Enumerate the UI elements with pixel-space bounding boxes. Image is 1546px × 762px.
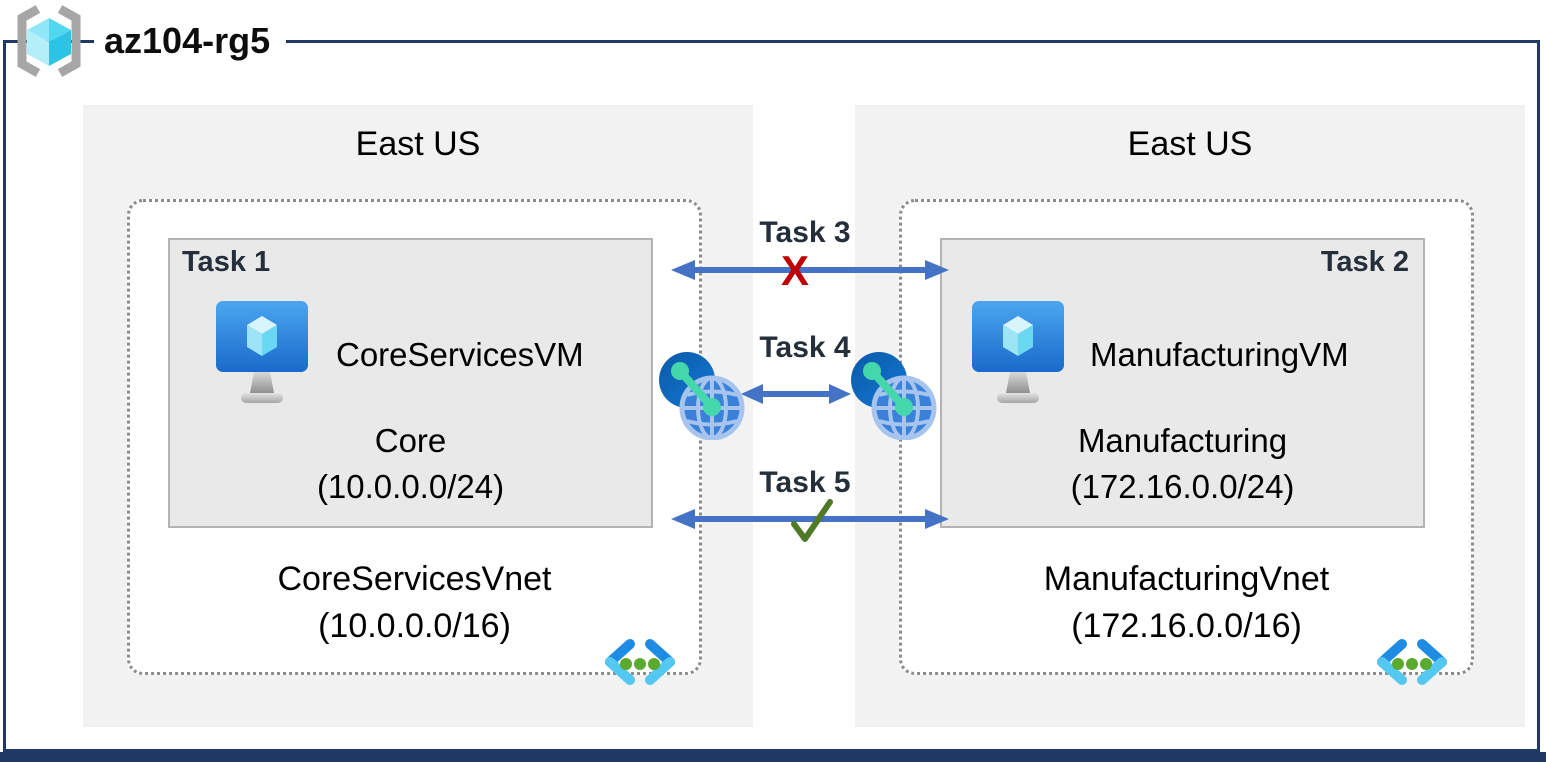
task4-label: Task 4 <box>759 331 851 364</box>
allowed-check-icon <box>791 499 833 542</box>
vm-name: CoreServicesVM <box>336 336 584 373</box>
vnet-name: CoreServicesVnet <box>277 560 552 598</box>
subnet-cidr: (172.16.0.0/24) <box>1070 468 1295 505</box>
manufacturing-subnet-box: Task 2 ManufacturingVM Manufacturing (17… <box>940 238 1425 528</box>
vm-name: ManufacturingVM <box>1090 336 1349 373</box>
resource-group-icon <box>17 5 81 77</box>
subnet-name: Core <box>374 422 447 459</box>
vnet-cidr: (10.0.0.0/16) <box>318 607 511 645</box>
core-subnet-box: Task 1 CoreServicesVM Core (10.0.0.0/24) <box>168 238 653 528</box>
virtual-network-icon <box>605 639 675 685</box>
resource-group-header: az104-rg5 <box>10 2 287 80</box>
subnet-name-block: Manufacturing (172.16.0.0/24) <box>942 418 1423 510</box>
subnet-name-block: Core (10.0.0.0/24) <box>170 418 651 510</box>
vnet-cidr: (172.16.0.0/16) <box>1071 607 1302 645</box>
resource-group-frame <box>3 40 1540 752</box>
task4-arrow <box>741 384 851 404</box>
vnet-name-block: CoreServicesVnet (10.0.0.0/16) <box>130 556 699 650</box>
frame-bottom-bar <box>0 752 1546 762</box>
vnet-peering-icon <box>659 352 745 440</box>
manufacturing-vnet-box: Task 2 ManufacturingVM Manufacturing (17… <box>899 199 1474 685</box>
region-east-us-left: East US Task 1 CoreServicesVM Cor <box>83 105 753 727</box>
vnet-peering-icon <box>851 352 937 440</box>
task3-arrow <box>671 260 949 280</box>
task1-label: Task 1 <box>182 246 271 278</box>
vm-row: ManufacturingVM <box>970 298 1415 412</box>
resource-group-title: az104-rg5 <box>94 14 287 68</box>
virtual-machine-icon <box>972 301 1064 403</box>
task5-label: Task 5 <box>759 466 851 499</box>
core-services-vnet-box: Task 1 CoreServicesVM Core (10.0.0.0/24) <box>127 199 702 685</box>
vm-row: CoreServicesVM <box>214 298 643 412</box>
subnet-cidr: (10.0.0.0/24) <box>316 468 505 505</box>
subnet-name: Manufacturing <box>1077 422 1288 459</box>
vnet-name: ManufacturingVnet <box>1043 560 1330 598</box>
vnet-name-block: ManufacturingVnet (172.16.0.0/16) <box>902 556 1471 650</box>
task2-label: Task 2 <box>1320 246 1409 278</box>
task5-arrow <box>671 509 949 529</box>
blocked-x-marker: X <box>780 247 809 294</box>
task3-label: Task 3 <box>759 216 851 249</box>
region-name: East US <box>355 125 481 163</box>
region-name: East US <box>1127 125 1253 163</box>
region-east-us-right: East US Task 2 ManufacturingVM Ma <box>855 105 1525 727</box>
virtual-machine-icon <box>216 301 308 403</box>
virtual-network-icon <box>1377 639 1447 685</box>
